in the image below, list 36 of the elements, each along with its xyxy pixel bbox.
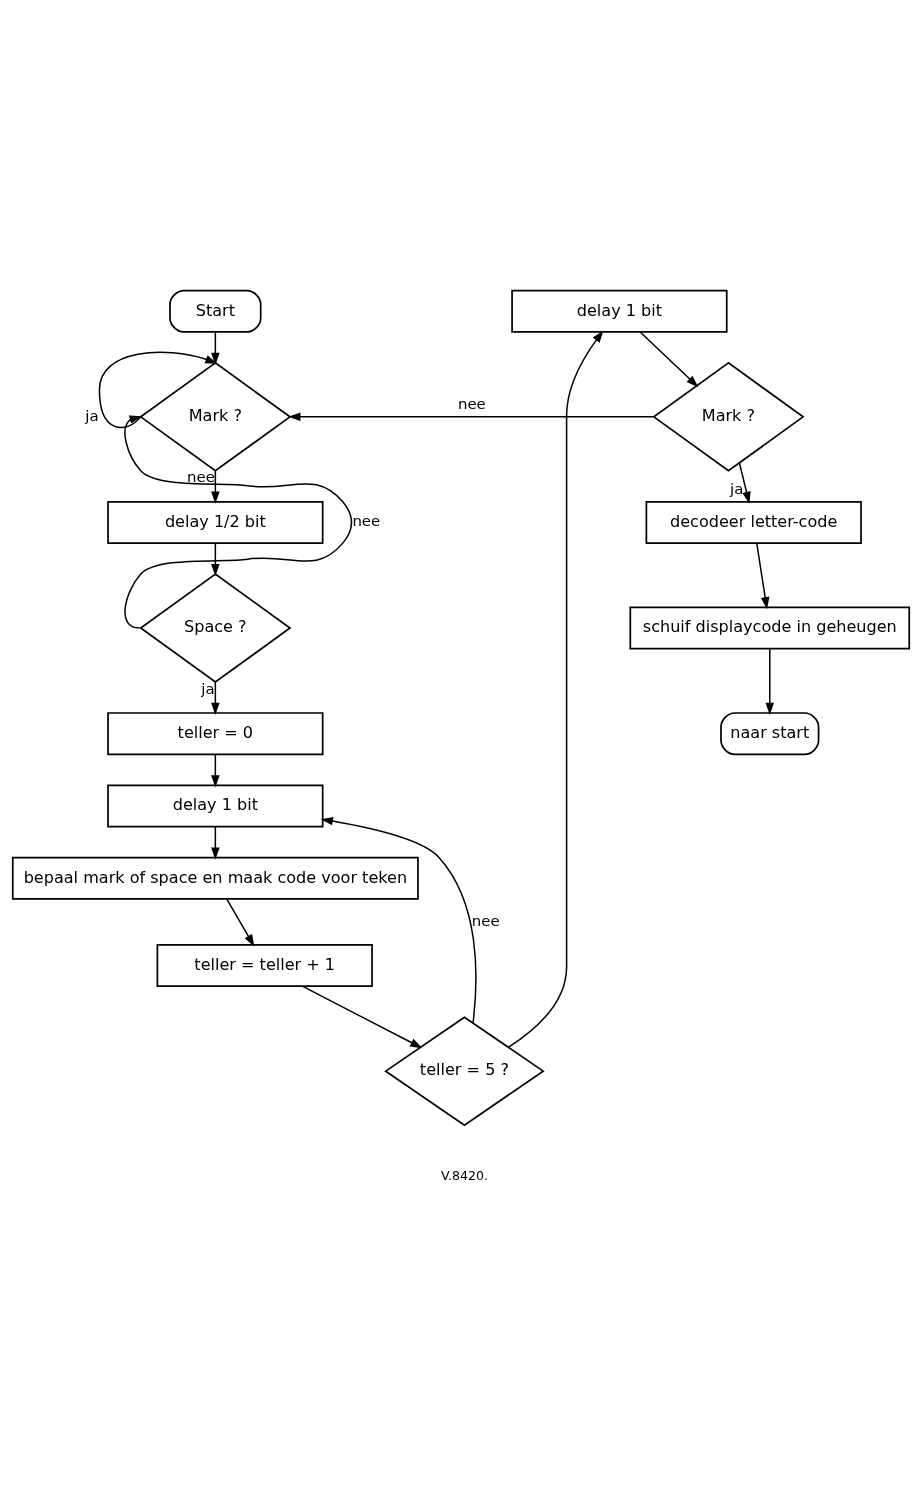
node-box: Start bbox=[169, 289, 262, 333]
arrow bbox=[507, 330, 604, 1048]
edge-label: nee bbox=[458, 395, 486, 414]
node-diamond: Mark ? bbox=[139, 361, 292, 472]
arrow bbox=[211, 681, 220, 715]
node-box: teller = 0 bbox=[107, 712, 324, 756]
edge-label: nee bbox=[352, 512, 381, 531]
arrow bbox=[211, 331, 220, 366]
node-box: bepaal mark of space en maak code voor teken bbox=[11, 856, 419, 900]
label: V.8420. bbox=[440, 1167, 488, 1183]
node-diamond: teller = 5 ? bbox=[384, 1016, 545, 1127]
arrow bbox=[211, 470, 220, 504]
edge-label: ja bbox=[730, 480, 744, 499]
node-diamond: Mark ? bbox=[652, 361, 805, 472]
arrow bbox=[288, 412, 655, 422]
arrow bbox=[756, 542, 770, 610]
node-box: schuif displaycode in geheugen bbox=[629, 606, 911, 650]
arrow bbox=[639, 331, 699, 388]
arrow bbox=[302, 985, 423, 1049]
arrow bbox=[211, 542, 220, 577]
node-box: teller = teller + 1 bbox=[156, 944, 373, 988]
arrow bbox=[98, 351, 218, 429]
node-diamond: Space ? bbox=[139, 573, 292, 684]
node-box: delay 1 bit bbox=[511, 289, 728, 333]
node-box: delay 1/2 bit bbox=[107, 500, 324, 544]
node-box: decodeer letter-code bbox=[645, 500, 862, 544]
arrow bbox=[226, 898, 255, 947]
node-box: delay 1 bit bbox=[107, 784, 324, 828]
edge-label: ja bbox=[85, 406, 99, 425]
arrow bbox=[211, 826, 220, 860]
arrow bbox=[320, 816, 477, 1024]
arrow bbox=[765, 648, 775, 715]
node-box: naar start bbox=[720, 712, 820, 756]
arrow bbox=[738, 462, 751, 504]
edge-label: nee bbox=[471, 911, 500, 930]
arrow bbox=[211, 753, 220, 788]
